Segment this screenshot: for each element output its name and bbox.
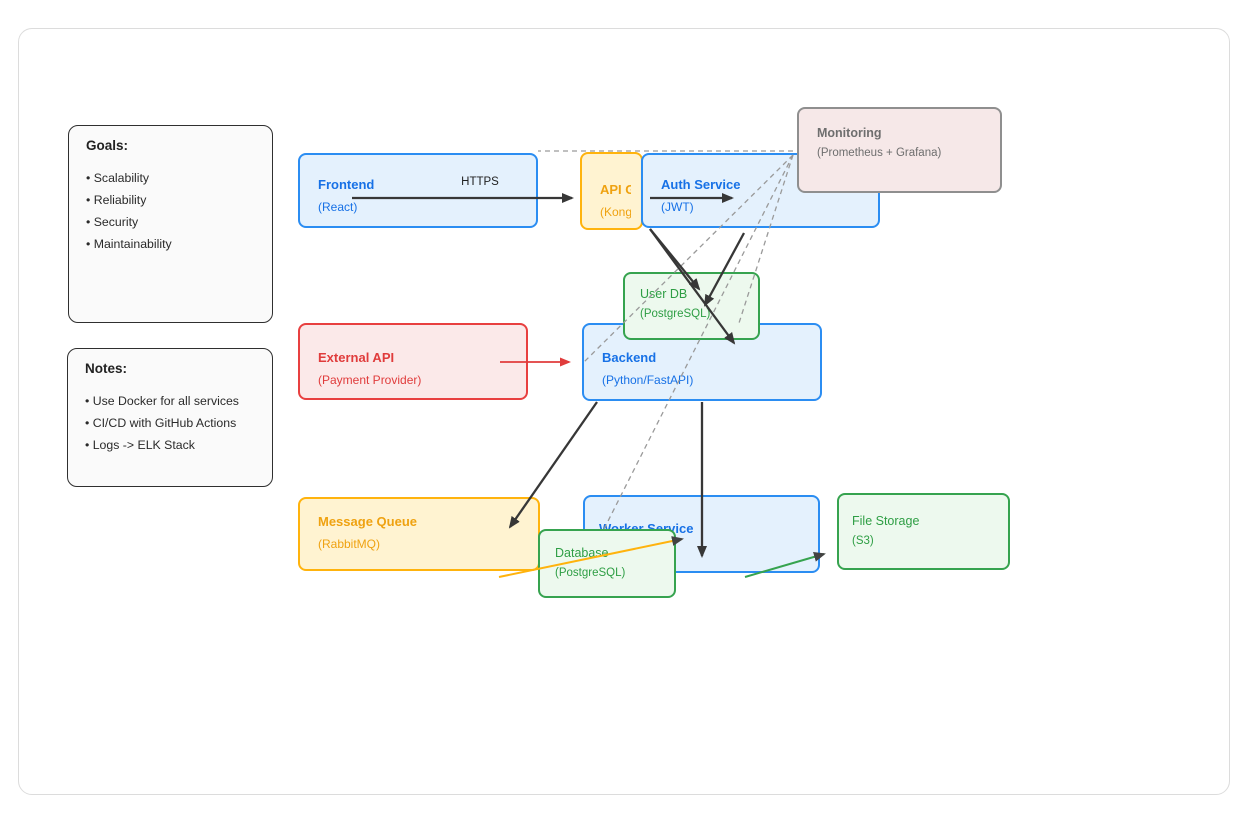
goals-panel: Goals: • Scalability • Reliability • Sec…: [68, 125, 273, 323]
node-title: Database: [555, 546, 609, 560]
notes-item: • CI/CD with GitHub Actions: [85, 416, 237, 430]
node-title: Backend: [602, 350, 657, 365]
node-user-db: User DB (PostgreSQL): [623, 272, 760, 340]
node-subtitle: (Prometheus + Grafana): [817, 147, 942, 159]
node-file-storage: File Storage (S3): [837, 493, 1010, 570]
node-subtitle: (React): [318, 200, 358, 214]
node-monitoring: Monitoring (Prometheus + Grafana): [797, 107, 1002, 193]
node-subtitle: (JWT): [661, 200, 694, 214]
node-subtitle: (Python/FastAPI): [602, 373, 694, 387]
notes-item: • Logs -> ELK Stack: [85, 438, 195, 452]
goals-item: • Scalability: [86, 171, 150, 185]
node-subtitle: (PostgreSQL): [555, 567, 626, 579]
goals-item: • Reliability: [86, 193, 147, 207]
node-subtitle: (Kong): [600, 205, 631, 219]
notes-item: • Use Docker for all services: [85, 394, 239, 408]
node-title: User DB: [640, 287, 688, 301]
node-title: Frontend: [318, 177, 375, 192]
node-title: External API: [318, 350, 395, 365]
node-title: Message Queue: [318, 514, 417, 529]
node-api-gateway: API Gateway (Kong): [580, 152, 643, 230]
goals-item: • Maintainability: [86, 237, 172, 251]
node-external-api: External API (Payment Provider): [298, 323, 528, 400]
node-subtitle: (PostgreSQL): [640, 308, 711, 320]
node-title: Monitoring: [817, 126, 882, 140]
notes-title: Notes:: [85, 361, 128, 376]
node-database: Database (PostgreSQL): [538, 529, 676, 598]
edge-label-https: HTTPS: [461, 176, 499, 188]
node-title: API Gateway: [600, 182, 631, 197]
node-subtitle: (RabbitMQ): [318, 537, 381, 551]
node-frontend: Frontend (React): [298, 153, 538, 228]
node-message-queue: Message Queue (RabbitMQ): [298, 497, 540, 571]
node-subtitle: (Payment Provider): [318, 373, 422, 387]
node-subtitle: (S3): [852, 535, 874, 547]
notes-panel: Notes: • Use Docker for all services • C…: [67, 348, 273, 487]
goals-title: Goals:: [86, 138, 129, 153]
goals-item: • Security: [86, 215, 139, 229]
node-title: File Storage: [852, 514, 920, 528]
